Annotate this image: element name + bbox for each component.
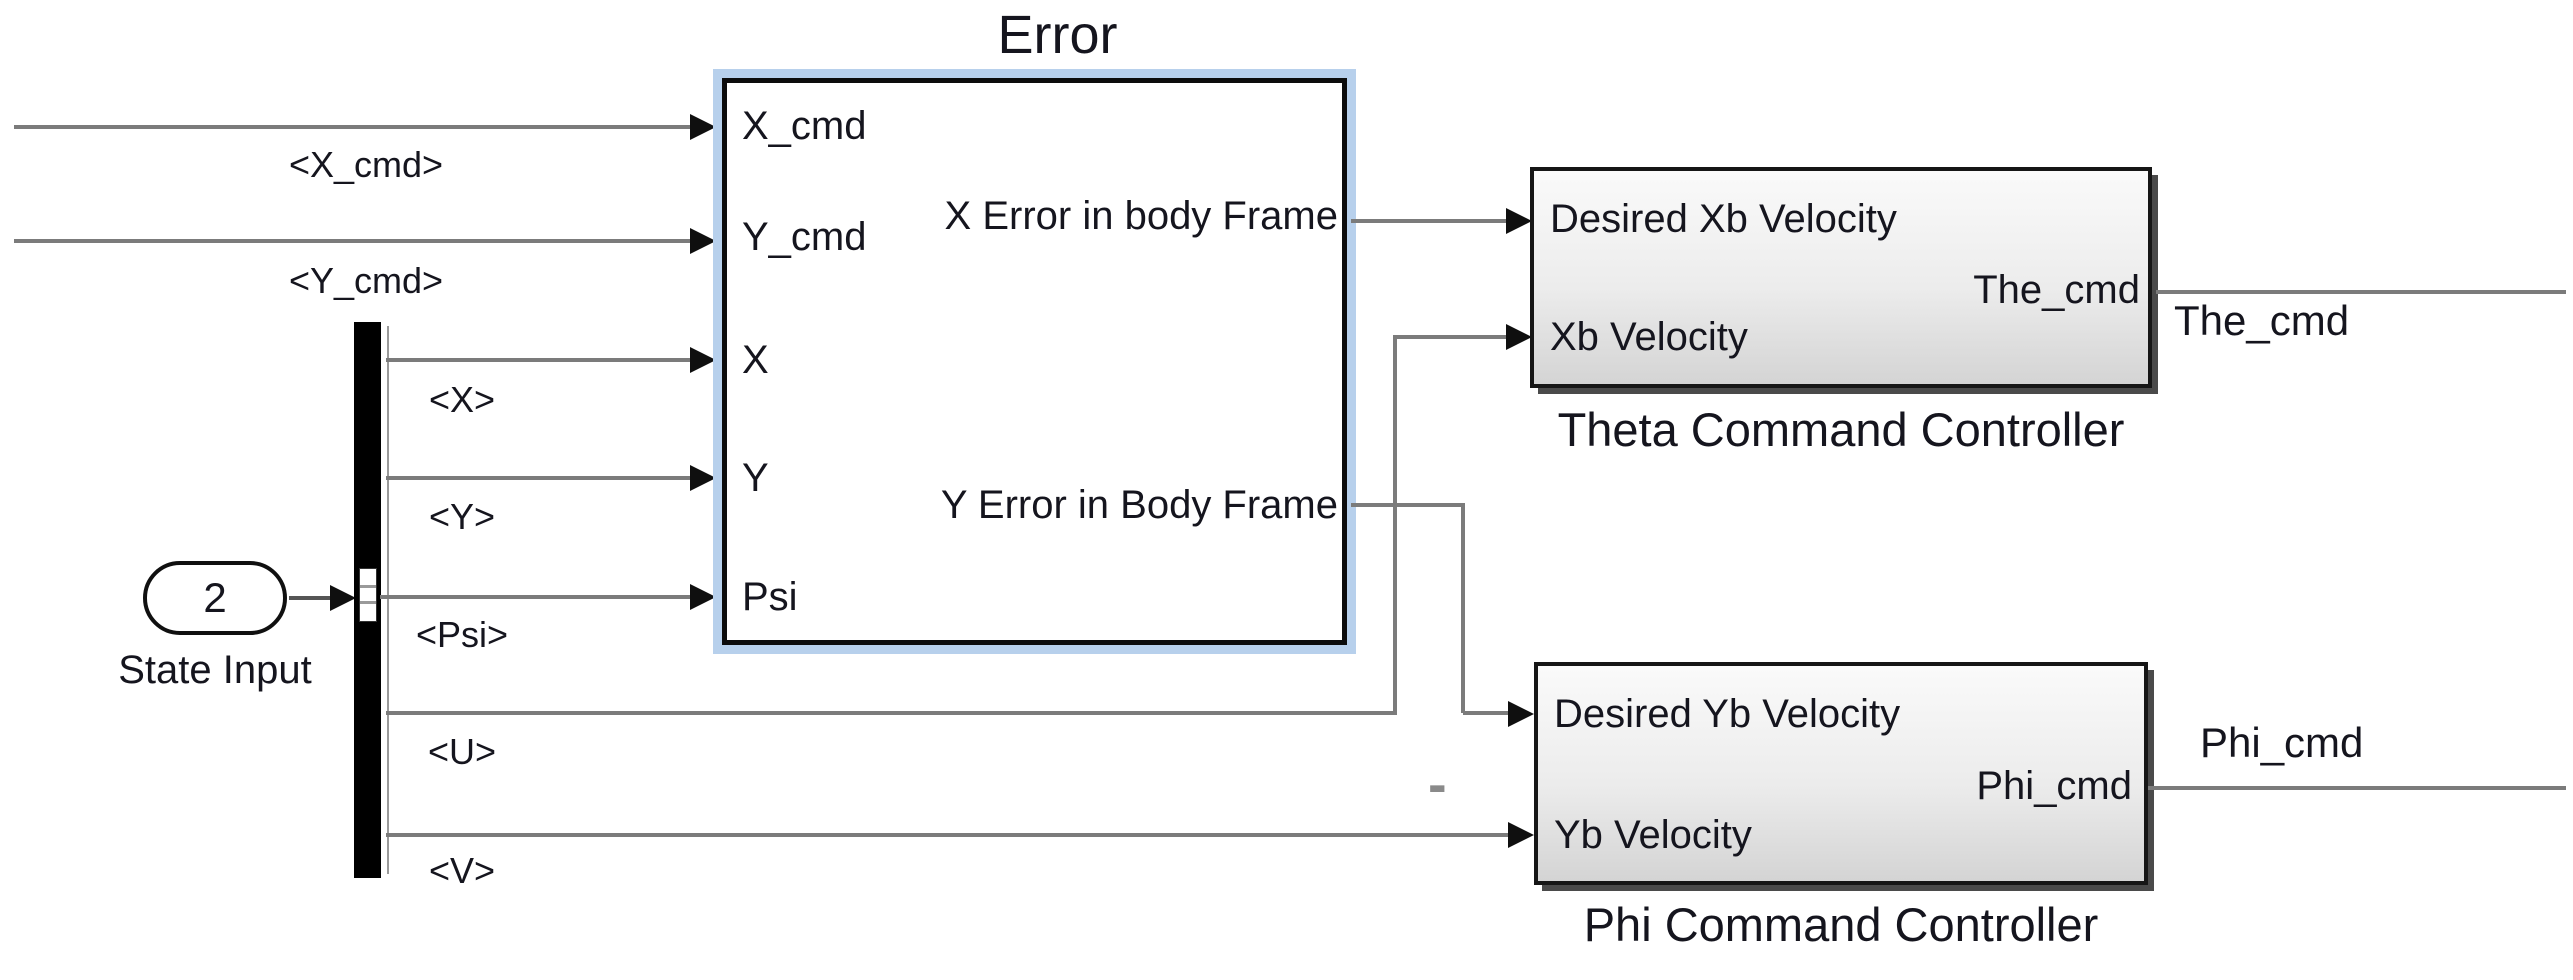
error-output-port-label: Y Error in Body Frame — [940, 483, 1338, 527]
wire-y-error[interactable] — [1351, 503, 1464, 507]
wire-x-cmd[interactable] — [14, 125, 690, 129]
arrowhead-desired-xb-port — [1506, 208, 1532, 234]
error-input-port-label: Psi — [742, 575, 798, 619]
signal-label-v: <V> — [428, 850, 496, 891]
phi-input-port-label: Desired Yb Velocity — [1554, 692, 1901, 736]
inport-number: 2 — [203, 574, 227, 621]
arrowhead-y-cmd-port — [690, 228, 716, 254]
wire-x-error[interactable] — [1351, 219, 1508, 223]
wire-state-input[interactable] — [289, 596, 333, 600]
error-input-port-label: X_cmd — [742, 104, 867, 148]
arrowhead-x-cmd-port — [690, 114, 716, 140]
error-input-port-label: Y_cmd — [742, 215, 867, 259]
signal-label-x: <X> — [428, 379, 496, 420]
wire-x[interactable] — [386, 358, 692, 362]
minus-sign-annotation: - — [1428, 752, 1447, 815]
inport-block-state-input[interactable]: 2 — [143, 561, 287, 635]
arrowhead-y-port — [690, 465, 716, 491]
theta-block-caption: Theta Command Controller — [1557, 403, 2125, 456]
wire-u[interactable] — [386, 711, 1396, 715]
phi-block-caption: Phi Command Controller — [1583, 898, 2099, 951]
arrowhead-x-port — [690, 347, 716, 373]
wire-y-cmd[interactable] — [14, 239, 690, 243]
error-input-port-label: Y — [742, 456, 769, 500]
wire-psi[interactable] — [380, 595, 692, 599]
theta-output-port-label: The_cmd — [1973, 268, 2140, 312]
signal-label-y: <Y> — [428, 496, 496, 537]
signal-label-x-cmd: <X_cmd> — [288, 144, 444, 185]
theta-command-controller-block[interactable] — [1530, 167, 2152, 388]
error-subsystem-block[interactable] — [722, 78, 1347, 645]
signal-label-u: <U> — [427, 731, 497, 772]
wire-u-to-xb-velocity[interactable] — [1395, 335, 1508, 339]
bus-selector-edge — [387, 326, 389, 874]
wire-label-the-cmd: The_cmd — [2174, 297, 2350, 344]
wire-y-error-vertical[interactable] — [1461, 503, 1465, 713]
inport-label: State Input — [118, 648, 312, 692]
arrowhead-yb-velocity-port — [1508, 822, 1534, 848]
signal-label-psi: <Psi> — [415, 614, 509, 655]
error-output-port-label: X Error in body Frame — [944, 194, 1338, 238]
wire-phi-cmd[interactable] — [2148, 786, 2566, 790]
arrowhead-xb-velocity-port — [1506, 324, 1532, 350]
signal-label-y-cmd: <Y_cmd> — [288, 260, 444, 301]
phi-input-port-label: Yb Velocity — [1554, 813, 1752, 857]
phi-output-port-label: Phi_cmd — [1976, 764, 2132, 808]
theta-input-port-label: Desired Xb Velocity — [1550, 197, 1897, 241]
bus-port-divider — [360, 601, 376, 604]
wire-u-vertical[interactable] — [1393, 335, 1397, 715]
wire-v[interactable] — [386, 833, 1510, 837]
wire-the-cmd[interactable] — [2156, 290, 2566, 294]
wire-y-error-to-desired-yb[interactable] — [1463, 711, 1510, 715]
bus-port-divider — [360, 585, 376, 588]
error-input-port-label: X — [742, 338, 769, 382]
wire-y[interactable] — [386, 476, 692, 480]
arrowhead-psi-port — [690, 584, 716, 610]
phi-command-controller-block[interactable] — [1534, 662, 2148, 885]
arrowhead-bus-input — [330, 585, 356, 611]
wire-label-phi-cmd: Phi_cmd — [2200, 719, 2364, 766]
error-block-name: Error — [997, 5, 1118, 65]
theta-input-port-label: Xb Velocity — [1550, 315, 1748, 359]
arrowhead-desired-yb-port — [1508, 701, 1534, 727]
bus-input-port-icon — [359, 568, 377, 622]
